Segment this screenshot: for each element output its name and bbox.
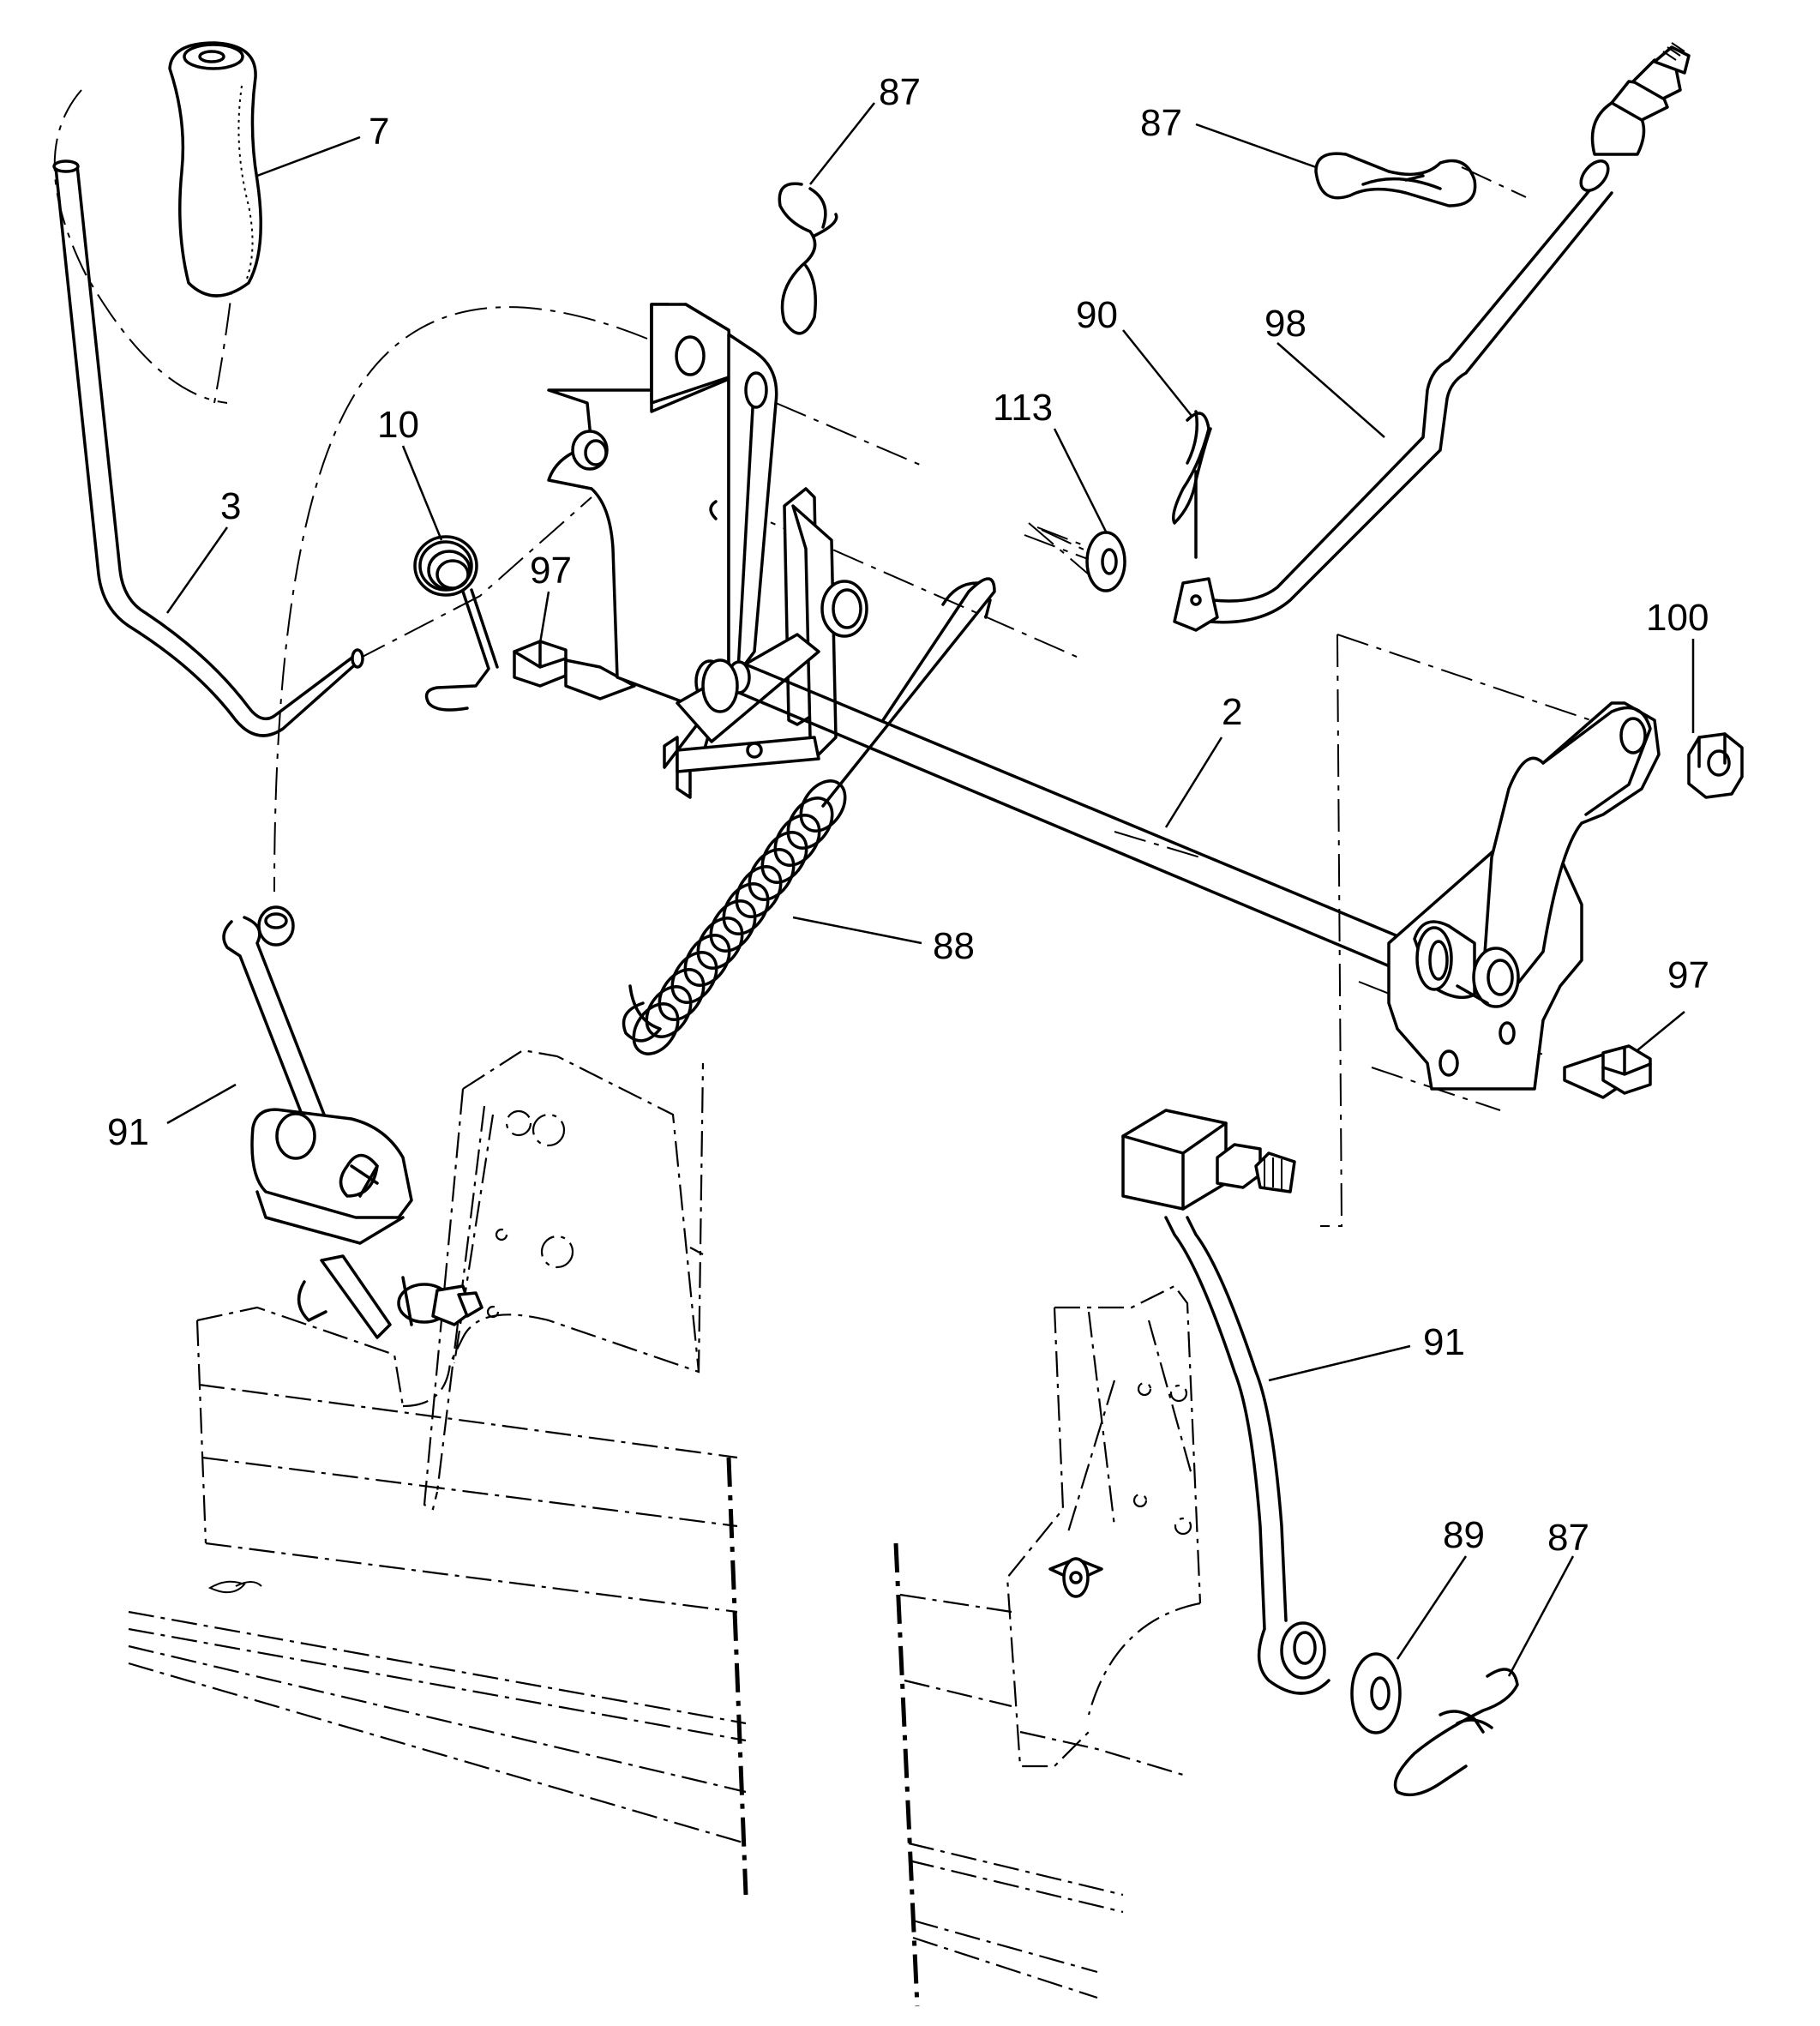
hairpin-clip-87-top bbox=[778, 182, 838, 335]
hairpin-clip-90 bbox=[1172, 410, 1212, 559]
callout-2: 2 bbox=[1222, 691, 1242, 733]
hairpin-clip-87-upper-right bbox=[1314, 152, 1477, 207]
callout-10: 10 bbox=[377, 404, 419, 446]
centre-lines bbox=[53, 85, 1630, 1227]
callout-97-lower: 97 bbox=[1667, 954, 1709, 996]
callout-87-top: 87 bbox=[879, 71, 921, 113]
callout-97-upper: 97 bbox=[530, 550, 572, 592]
washer-113 bbox=[1085, 531, 1126, 592]
lift-lever-rod bbox=[52, 159, 364, 737]
callout-91-left: 91 bbox=[107, 1111, 149, 1153]
deck-link-right bbox=[1121, 1109, 1330, 1695]
spring-coils bbox=[632, 779, 847, 1055]
deck-link-left bbox=[222, 905, 484, 1339]
callout-113: 113 bbox=[993, 387, 1053, 429]
hex-nut bbox=[1687, 732, 1744, 799]
left-deck-housing bbox=[128, 1062, 748, 1896]
callout-100: 100 bbox=[1646, 597, 1709, 639]
handle-grip bbox=[168, 41, 262, 298]
hairpin-clip-87-bottom bbox=[1393, 1668, 1519, 1797]
shoulder-bolt-lower bbox=[1563, 1044, 1652, 1099]
lift-link-rod bbox=[1173, 42, 1691, 632]
callout-7: 7 bbox=[369, 111, 389, 153]
right-deck-housing bbox=[893, 1542, 1184, 2007]
callout-3: 3 bbox=[220, 485, 241, 527]
callout-89: 89 bbox=[1443, 1514, 1485, 1556]
right-lift-bracket bbox=[1006, 1284, 1202, 1768]
callout-87-bottom: 87 bbox=[1547, 1517, 1589, 1559]
torsion-spring bbox=[413, 535, 499, 712]
callout-87-upper-right: 87 bbox=[1140, 102, 1182, 144]
callout-98: 98 bbox=[1264, 303, 1306, 345]
right-lift-arm bbox=[1387, 701, 1661, 1091]
callout-90: 90 bbox=[1076, 294, 1118, 336]
shoulder-bolt-upper bbox=[513, 640, 636, 700]
leader-lines bbox=[165, 102, 1695, 1677]
washer-89 bbox=[1350, 1652, 1402, 1734]
extension-spring bbox=[622, 577, 996, 1055]
cross-shaft bbox=[701, 658, 1416, 975]
main-mounting-bracket bbox=[547, 303, 778, 799]
callout-labels: 7 87 87 10 3 97 113 90 98 100 2 88 97 91… bbox=[107, 71, 1709, 1559]
callout-88: 88 bbox=[933, 925, 975, 967]
callout-91-right: 91 bbox=[1423, 1321, 1465, 1363]
left-lift-bracket bbox=[423, 1049, 704, 1511]
